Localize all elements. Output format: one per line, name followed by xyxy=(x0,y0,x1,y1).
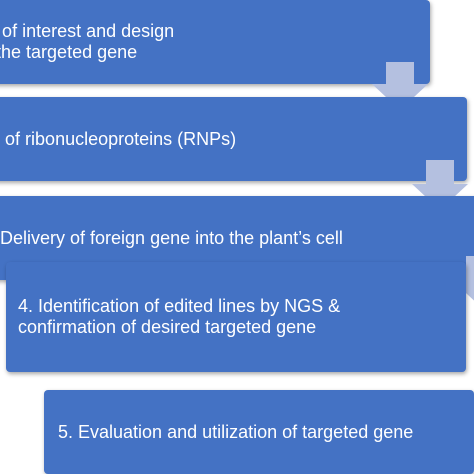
down-arrow-1 xyxy=(372,62,428,112)
step-3-line-1: Delivery of foreign gene into the plant’… xyxy=(0,227,343,248)
down-arrow-3 xyxy=(452,256,474,308)
step-2-box: aration of ribonucleoproteins (RNPs) xyxy=(0,97,467,181)
step-1-line-2: cers to the targeted gene xyxy=(0,42,138,62)
down-arrow-2 xyxy=(412,160,468,212)
step-1-line-1: of gene of interest and design xyxy=(0,21,175,41)
step-5-line-1: 5. Evaluation and utilization of targete… xyxy=(58,421,414,442)
step-2-line-1: aration of ribonucleoproteins (RNPs) xyxy=(0,128,237,149)
step-1-box: of gene of interest and design cers to t… xyxy=(0,0,430,84)
step-4-line-2: confirmation of desired targeted gene xyxy=(18,317,317,337)
step-4-line-1: 4. Identification of edited lines by NGS… xyxy=(18,296,341,316)
step-4-box: 4. Identification of edited lines by NGS… xyxy=(6,262,466,372)
step-5-box: 5. Evaluation and utilization of targete… xyxy=(44,390,474,474)
